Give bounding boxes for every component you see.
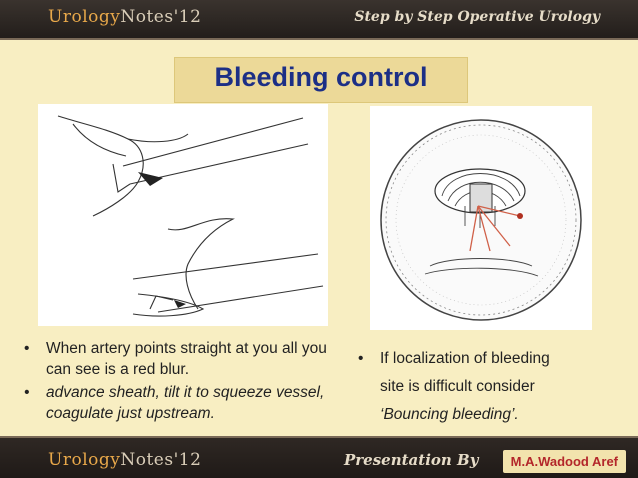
- title-box: Bleeding control: [175, 58, 467, 102]
- sheath-illustration: [38, 104, 328, 326]
- bullet-text: When artery points straight at you all y…: [46, 340, 327, 378]
- header-bar: UrologyNotes'12 Step by Step Operative U…: [0, 0, 638, 40]
- right-bullet-list: • If localization of bleeding site is di…: [356, 345, 626, 431]
- bladder-illustration: [370, 106, 592, 330]
- author-badge: M.A.Wadood Aref: [502, 450, 626, 473]
- bullet-dot: •: [24, 384, 30, 401]
- list-item: • If localization of bleeding site is di…: [356, 345, 626, 429]
- bullet-text: advance sheath, tilt it to squeeze vesse…: [46, 384, 325, 422]
- bullet-line: If localization of bleeding: [380, 350, 550, 367]
- list-item: • advance sheath, tilt it to squeeze ves…: [22, 382, 352, 424]
- presentation-label: Presentation By: [344, 451, 479, 469]
- list-item: • When artery points straight at you all…: [22, 338, 352, 380]
- footer-brand-suffix: Notes'12: [120, 450, 202, 470]
- brand-logo: UrologyNotes'12: [48, 7, 201, 27]
- footer-brand-logo: UrologyNotes'12: [48, 450, 201, 470]
- brand-prefix: Urology: [48, 7, 121, 27]
- bullet-line: ‘Bouncing bleeding’.: [380, 406, 519, 423]
- left-bullet-list: • When artery points straight at you all…: [22, 338, 352, 426]
- footer-bar: UrologyNotes'12 Presentation By M.A.Wado…: [0, 436, 638, 478]
- bullet-dot: •: [24, 340, 30, 357]
- bullet-line: site is difficult consider: [380, 378, 535, 395]
- brand-suffix: Notes'12: [120, 7, 202, 27]
- footer-brand-prefix: Urology: [48, 450, 121, 470]
- slide-title: Bleeding control: [214, 62, 428, 92]
- bullet-dot: •: [358, 350, 364, 367]
- series-title: Step by Step Operative Urology: [354, 9, 600, 25]
